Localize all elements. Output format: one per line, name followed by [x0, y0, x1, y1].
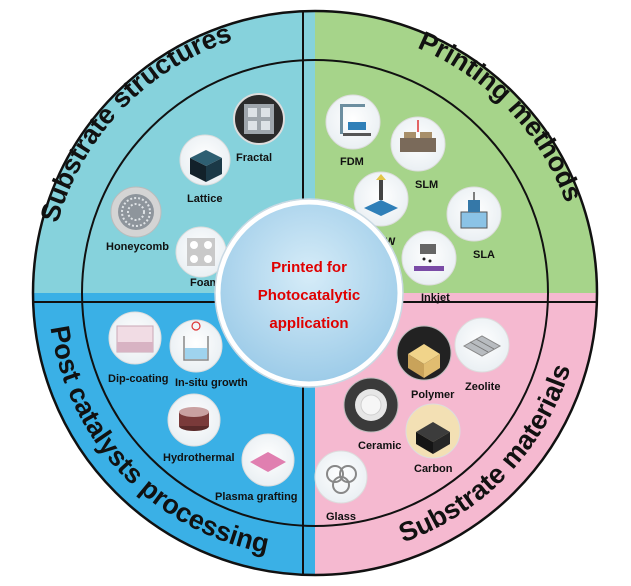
label-lattice: Lattice	[187, 193, 222, 205]
label-slm: SLM	[415, 179, 438, 191]
label-carbon: Carbon	[414, 463, 453, 475]
label-glass: Glass	[326, 511, 356, 523]
label-fractal: Fractal	[236, 152, 272, 164]
honeycomb-image	[110, 186, 162, 238]
label-foam: Foam	[190, 277, 220, 289]
label-fdm: FDM	[340, 156, 364, 168]
label-sla: SLA	[473, 249, 495, 261]
label-ceramic: Ceramic	[358, 440, 401, 452]
center-hub	[214, 198, 404, 388]
label-in-situ-growth: In-situ growth	[175, 377, 248, 389]
label-plasma-grafting: Plasma grafting	[215, 491, 298, 503]
label-dip-coating: Dip-coating	[108, 373, 169, 385]
plasma-grafting-image	[241, 433, 295, 487]
label-zeolite: Zeolite	[465, 381, 500, 393]
label-inkjet: Inkjet	[421, 292, 450, 304]
fdm-image	[325, 94, 381, 150]
dip-coating-image	[108, 311, 162, 365]
quadrant-substrate-structures	[33, 11, 315, 293]
outer-ring	[31, 9, 599, 577]
label-honeycomb: Honeycomb	[106, 241, 169, 253]
fractal-image	[233, 93, 285, 145]
slm-image	[390, 116, 446, 172]
hydrothermal-image	[167, 393, 221, 447]
foam-image	[175, 226, 227, 278]
glass-image	[314, 450, 368, 504]
label-polymer: Polymer	[411, 389, 455, 401]
in-situ-growth-image	[169, 319, 223, 373]
inner-ring	[81, 59, 549, 527]
carbon-image	[405, 403, 461, 459]
center-line-3: application	[269, 315, 348, 332]
sla-image	[446, 186, 502, 242]
lattice-image	[179, 134, 231, 186]
polymer-image	[396, 325, 452, 381]
center-line-2: Photocatalytic	[258, 287, 361, 304]
diw-image	[353, 171, 409, 227]
inkjet-image	[401, 230, 457, 286]
center-line-1: Printed for	[271, 259, 347, 276]
label-hydrothermal: Hydrothermal	[163, 452, 235, 464]
ceramic-image	[343, 377, 399, 433]
zeolite-image	[454, 317, 510, 373]
